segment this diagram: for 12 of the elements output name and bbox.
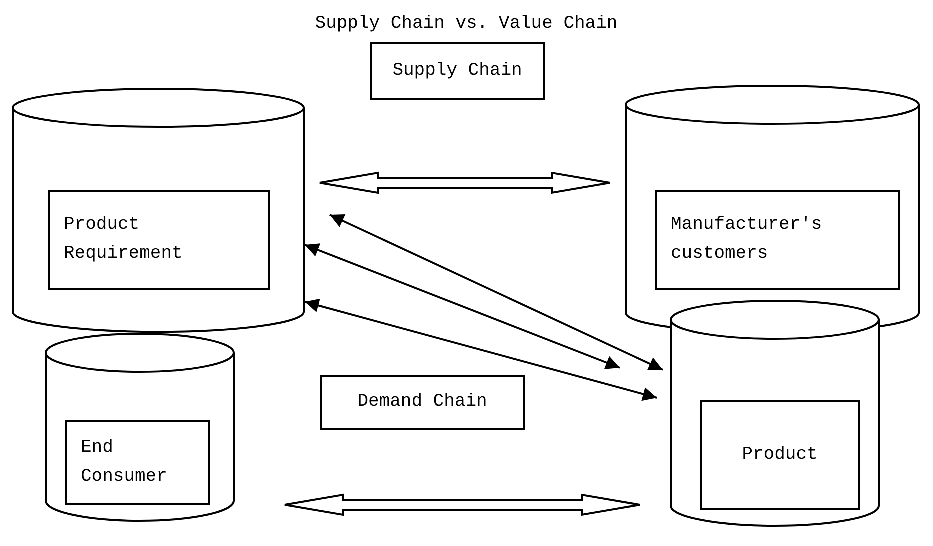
diagram-title: Supply Chain vs. Value Chain (314, 14, 619, 34)
text-box: Product (700, 400, 860, 510)
arrow (304, 298, 658, 402)
double-block-arrow (284, 494, 641, 516)
text-box: End Consumer (65, 420, 210, 505)
text-box: Manufacturer's customers (655, 190, 900, 290)
text-box: Demand Chain (320, 375, 525, 430)
text-box: Supply Chain (370, 42, 545, 100)
double-block-arrow (319, 172, 611, 194)
text-box: Product Requirement (48, 190, 270, 290)
arrow (330, 214, 664, 371)
arrow (304, 244, 620, 370)
